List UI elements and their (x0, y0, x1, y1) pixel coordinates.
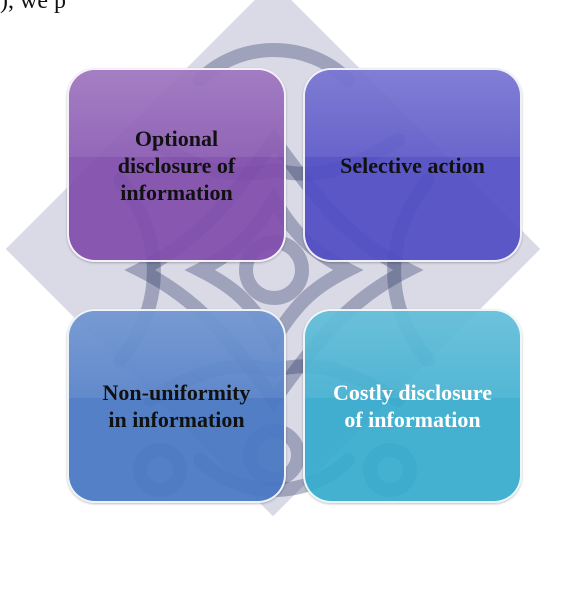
tile-optional-disclosure: Optional disclosure of information (67, 68, 286, 262)
tile-label: Selective action (340, 152, 485, 178)
tile-label: Non-uniformity in information (102, 380, 251, 432)
tile-selective-action: Selective action (303, 68, 522, 262)
tile-non-uniformity: Non-uniformity in information (67, 309, 286, 503)
cropped-text-fragment: ), we p (0, 0, 66, 14)
tile-label: Optional disclosure of information (117, 125, 236, 205)
tile-costly-disclosure: Costly disclosure of information (303, 309, 522, 503)
tile-label: Costly disclosure of information (332, 380, 493, 432)
